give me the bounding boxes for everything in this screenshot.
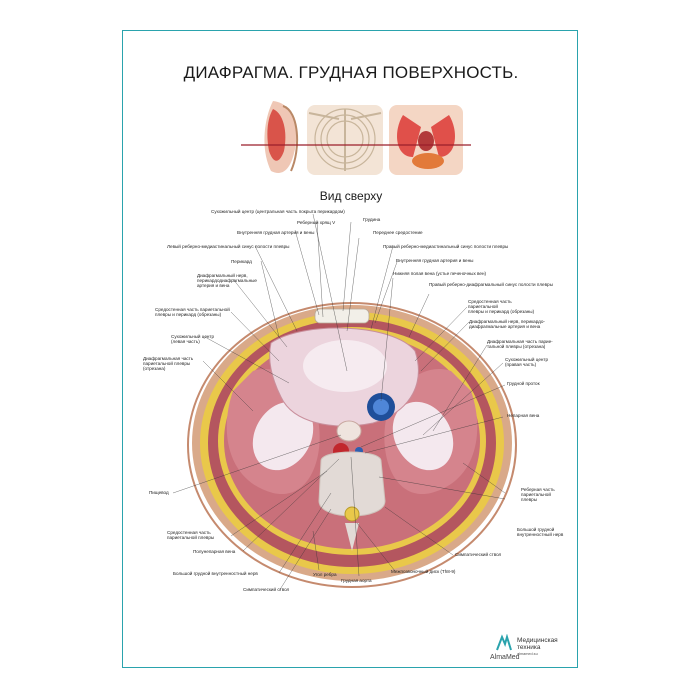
label-diaphragmatic-pleura-right: Диафрагмальная часть парие- тальной плев… [487, 339, 553, 350]
poster-frame: ДИАФРАГМА. ГРУДНАЯ ПОВЕРХНОСТЬ. Вид свер… [122, 30, 578, 668]
label-costal-pleura: Реберная часть париетальной плевры [521, 487, 555, 503]
label-greater-splanchnic-left: Большой грудной внутренностный нерв [173, 571, 258, 576]
label-internal-thoracic-left: Внутренняя грудная артерия и вены [237, 230, 315, 235]
brand-site: almamed.su [517, 652, 538, 656]
view-subtitle: Вид сверху [319, 189, 383, 203]
label-hemiazygos-vein: Полунепарная вена [193, 549, 236, 554]
label-thoracic-duct: Грудной проток [507, 381, 540, 386]
label-mediastinal-pleura: Средостенная часть париетальной плевры [167, 530, 215, 541]
label-mediastinal-pleura-left: Средостенная часть париетальной плевры и… [155, 307, 230, 318]
label-azygos-vein: Непарная вена [507, 413, 540, 418]
label-sympathetic-trunk-left: Симпатический ствол [243, 587, 290, 592]
leader-lines [172, 213, 506, 592]
label-greater-splanchnic-right: Большой грудной внутренностный нерв [517, 527, 564, 538]
label-thoracic-aorta: Грудная аорта [341, 578, 372, 583]
anatomy-illustration [172, 101, 517, 592]
label-anterior-mediastinum: Переднее средостение [373, 230, 423, 235]
label-left-costomediastinal-sinus: Левый реберно-медиастинальный синус поло… [167, 244, 290, 249]
diaphragm-cross-section [187, 302, 517, 588]
label-right-costophrenic-sinus: Правый реберно-диафрагмальный синус поло… [429, 282, 553, 287]
organs-thumbnail [389, 105, 463, 175]
label-costal-cartilage: Реберный хрящ V [297, 220, 336, 225]
sagittal-thumbnail [264, 101, 299, 173]
label-esophagus: Пищевод [149, 490, 169, 495]
label-mediastinal-pleura-right: Средостенная часть париетальной плевры и… [468, 299, 535, 315]
label-inferior-vena-cava: Нижняя полая вена (устье печеночных вен) [393, 271, 487, 276]
label-diaphragmatic-pleura-left: Диафрагмальная часть париетальной плевры… [143, 356, 194, 372]
label-central-tendon: Сухожильный центр (центральная часть пок… [211, 209, 345, 214]
label-right-costomediastinal-sinus: Правый реберно-медиастинальный синус пол… [383, 244, 509, 249]
label-central-tendon-right: Сухожильный центр (правая часть) [505, 357, 549, 368]
label-internal-thoracic-right: Внутренняя грудная артерия и вены [396, 258, 474, 263]
brand-tagline: Медицинская техника [517, 637, 558, 651]
label-pericardium: Перикард [231, 259, 252, 264]
almamed-logo-icon [496, 634, 512, 651]
label-rib-angle: Угол ребра [313, 572, 337, 577]
brand-name: AlmaMed [490, 654, 520, 661]
label-sympathetic-trunk-right: Симпатический ствол [455, 552, 502, 557]
label-central-tendon-left: Сухожильный центр (левая часть) [171, 334, 215, 345]
skeleton-thumbnail [307, 105, 383, 175]
label-phrenic-nerve-right: Диафрагмальный нерв, перикардо- диафрагм… [469, 319, 545, 330]
label-phrenic-nerve-left: Диафрагмальный нерв, перикардодиафрагмал… [197, 273, 257, 289]
label-sternum: Грудина [363, 217, 381, 222]
poster-title: ДИАФРАГМА. ГРУДНАЯ ПОВЕРХНОСТЬ. [183, 63, 519, 82]
label-intervertebral-disc: Межпозвоночный диск (Th8-9) [391, 569, 456, 574]
